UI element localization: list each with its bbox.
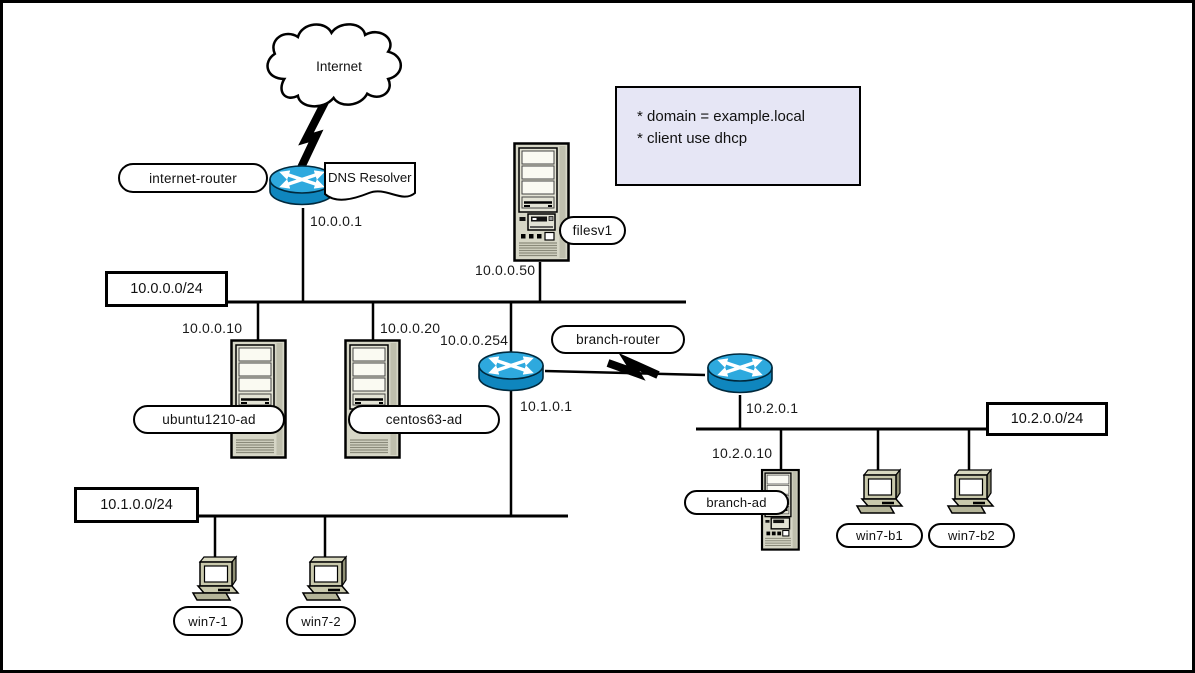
ip-internet-router: 10.0.0.1	[310, 213, 363, 229]
dns-resolver-label: DNS Resolver	[328, 170, 412, 185]
pc-icon-win7-1	[191, 555, 240, 601]
centos63-ad-label: centos63-ad	[348, 405, 500, 434]
dns-resolver-note-shape	[324, 162, 416, 201]
win7-b1-label: win7-b1	[836, 523, 923, 548]
win7-b2-label: win7-b2	[928, 523, 1015, 548]
subnet-hq-lan: 10.0.0.0/24	[105, 271, 228, 307]
lightning-wan-icon	[606, 352, 660, 381]
subnet-branch-lan: 10.2.0.0/24	[986, 402, 1108, 436]
pc-icon-win7-2	[301, 555, 350, 601]
pc-icon-win7-b2	[946, 468, 995, 514]
server-icon-ubuntu1210-ad	[230, 339, 287, 459]
domain-note-line1: * domain = example.local	[637, 108, 806, 125]
branch-router-label: branch-router	[551, 325, 685, 354]
lightning-internet-icon	[294, 100, 329, 176]
win7-1-label: win7-1	[173, 606, 243, 636]
ubuntu1210-ad-label: ubuntu1210-ad	[133, 405, 285, 434]
subnet-hq-client-lan: 10.1.0.0/24	[74, 487, 199, 523]
ip-branch-router-lan: 10.1.0.1	[520, 398, 573, 414]
internet-cloud-label: Internet	[316, 59, 362, 74]
network-links	[199, 208, 986, 557]
router-icon-internet-router	[269, 165, 335, 206]
ip-filesv1: 10.0.0.50	[475, 262, 536, 278]
domain-note: * domain = example.local * client use dh…	[615, 86, 861, 186]
router-icon-branch-router-remote	[707, 353, 773, 394]
internet-cloud-icon	[266, 23, 403, 108]
filesv1-label: filesv1	[559, 216, 626, 245]
ip-branch-ad: 10.2.0.10	[712, 445, 773, 461]
branch-ad-label: branch-ad	[684, 490, 789, 515]
domain-note-line2: * client use dhcp	[637, 130, 748, 147]
ip-centos: 10.0.0.20	[380, 320, 441, 336]
internet-router-label: internet-router	[118, 163, 268, 193]
ip-branch-router-remote: 10.2.0.1	[746, 400, 799, 416]
pc-icon-win7-b1	[855, 468, 904, 514]
ip-branch-router-wan: 10.0.0.254	[440, 332, 509, 348]
server-icon-filesv1	[513, 142, 570, 262]
server-icon-centos63-ad	[344, 339, 401, 459]
win7-2-label: win7-2	[286, 606, 356, 636]
ip-ubuntu: 10.0.0.10	[182, 320, 243, 336]
router-icon-branch-router-hq	[478, 351, 544, 392]
